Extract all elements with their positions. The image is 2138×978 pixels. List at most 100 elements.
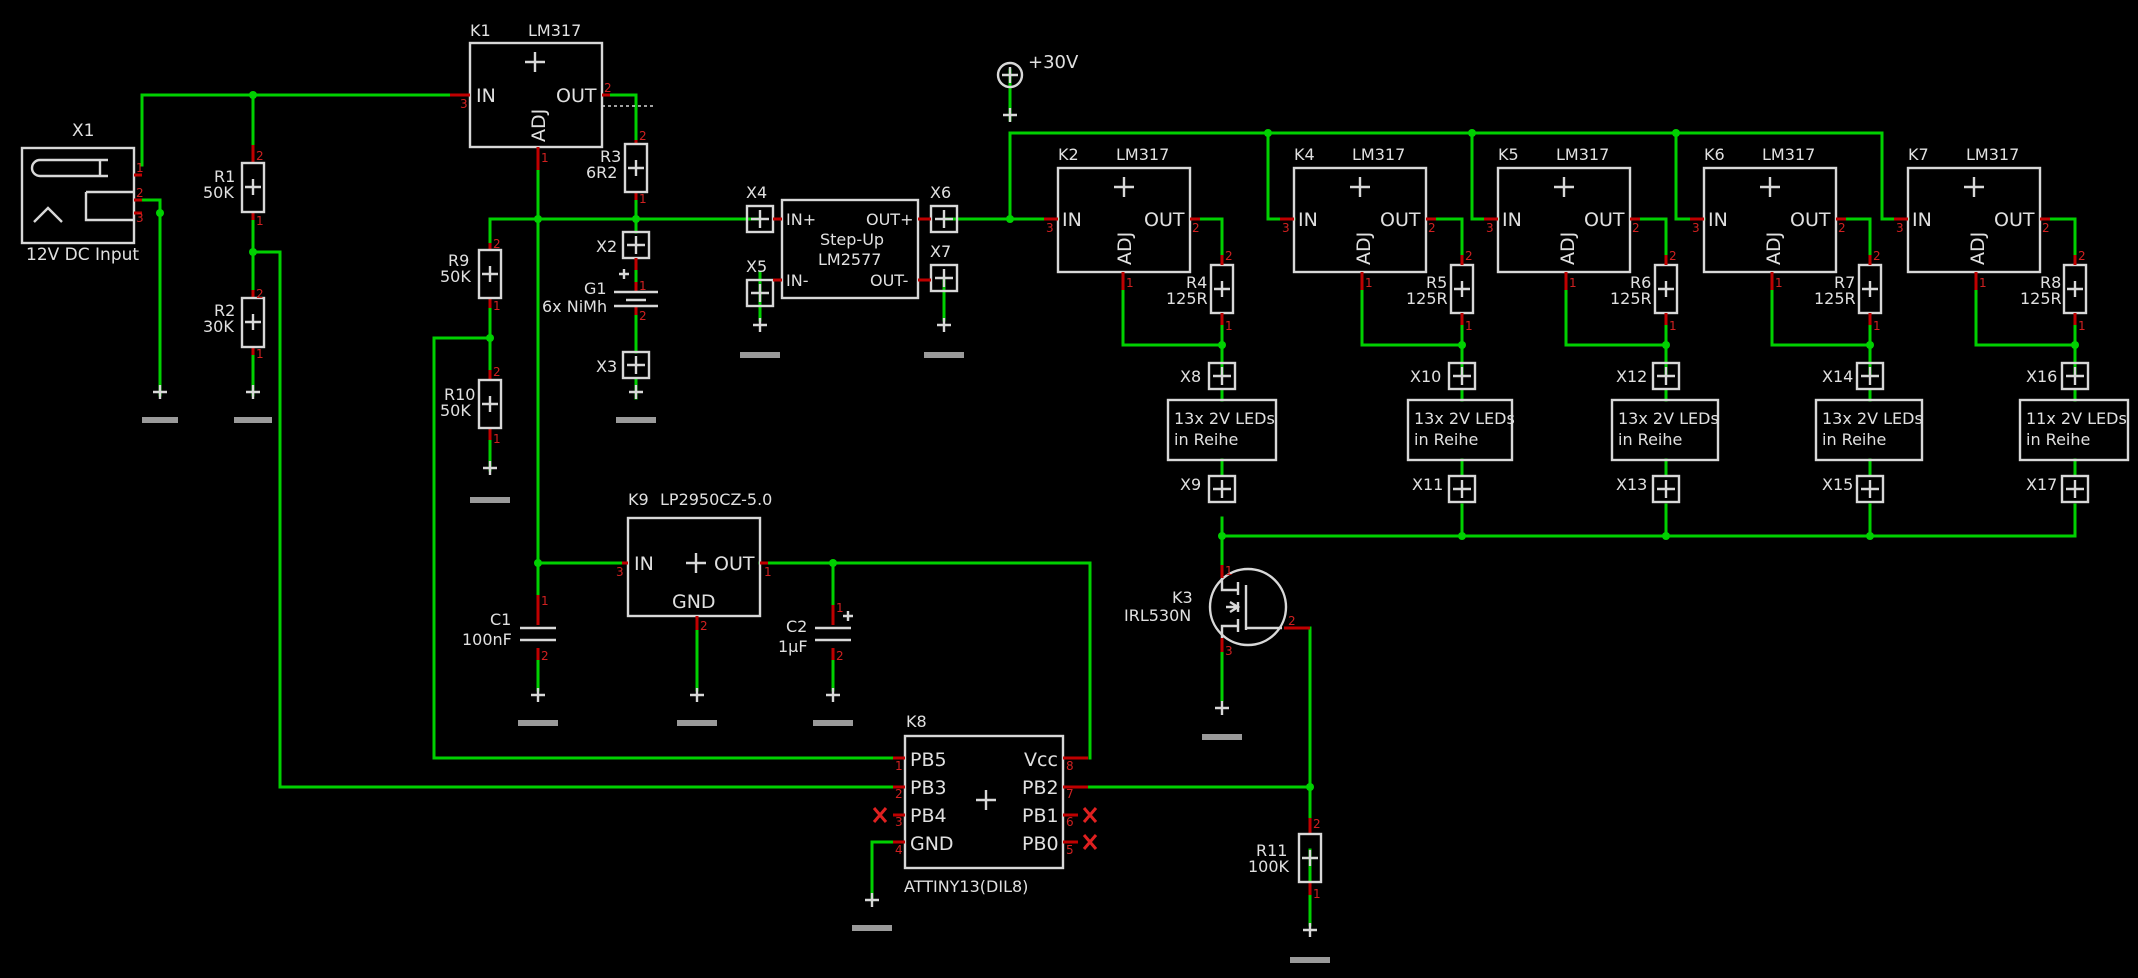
x1-value: 12V DC Input [26, 245, 139, 265]
stepup-converter[interactable]: IN+ OUT+ IN- OUT- Step-Up LM2577 [773, 198, 931, 300]
regulator-k9[interactable]: K9 LP2950CZ-5.0 IN OUT GND 3 1 2 [616, 490, 772, 633]
g1-ref: G1 [584, 279, 607, 298]
svg-text:4: 4 [895, 843, 903, 857]
ground-icon [813, 688, 853, 726]
resistor-r11[interactable]: R11 100K [1248, 818, 1323, 895]
svg-text:8: 8 [1066, 759, 1074, 773]
terminal-x9[interactable]: X9 [1180, 474, 1237, 504]
k7-pin-adj: ADJ [1967, 232, 1989, 265]
r7-ref: R7 [1834, 273, 1855, 292]
svg-text:1: 1 [541, 151, 549, 165]
regulator-k4[interactable]: K4 LM317 IN OUT ADJ [1280, 145, 1436, 290]
regulator-k5[interactable]: K5 LM317 IN OUT ADJ [1484, 145, 1640, 290]
mcu-k8[interactable]: PB5 PB3 PB4 GND Vcc PB2 PB1 PB0 K8 ATTIN… [872, 712, 1098, 896]
k5-pin-out: OUT [1584, 209, 1625, 231]
capacitor-c1[interactable]: C1 100nF [462, 595, 556, 660]
r5-ref: R5 [1426, 273, 1447, 292]
led4-count: 13x 2V LEDs [1822, 409, 1923, 428]
terminal-x13[interactable]: X13 [1616, 474, 1681, 504]
resistor-r4[interactable]: R4 125R [1166, 255, 1235, 325]
resistor-r8[interactable]: R8 125R [2020, 255, 2088, 325]
terminal-x17[interactable]: X17 [2026, 474, 2090, 504]
terminal-x15[interactable]: X15 [1822, 474, 1885, 504]
regulator-k6[interactable]: K6 LM317 IN OUT ADJ [1690, 145, 1846, 290]
resistor-r7[interactable]: R7 125R [1814, 255, 1883, 325]
terminal-x5[interactable]: X5 [745, 257, 775, 308]
resistor-r10[interactable]: R10 50K [440, 370, 503, 440]
svg-text:2: 2 [639, 309, 647, 323]
mosfet-k3[interactable]: K3 IRL530N [1124, 565, 1310, 652]
ground-icon [1202, 701, 1242, 740]
svg-text:2: 2 [493, 237, 501, 251]
r6-value: 125R [1610, 289, 1652, 308]
svg-text:7: 7 [1066, 787, 1074, 801]
r10-ref: R10 [444, 385, 475, 404]
led2-count: 13x 2V LEDs [1414, 409, 1515, 428]
stepup-label: Step-Up [820, 230, 884, 249]
stepup-pin-outm: OUT- [870, 271, 908, 290]
r7-value: 125R [1814, 289, 1856, 308]
svg-text:3: 3 [1486, 221, 1494, 235]
terminal-x4[interactable]: X4 [745, 183, 775, 234]
terminal-x16[interactable]: X16 [2026, 361, 2090, 391]
terminal-x11[interactable]: X11 [1412, 474, 1477, 504]
terminal-x12[interactable]: X12 [1616, 361, 1681, 391]
led3-count: 13x 2V LEDs [1618, 409, 1719, 428]
x5-ref: X5 [746, 257, 767, 276]
regulator-k1[interactable]: K1 LM317 IN OUT ADJ 3 2 1 [450, 21, 655, 170]
led-string-3[interactable]: 13x 2V LEDs in Reihe [1610, 398, 1720, 462]
resistor-r2[interactable]: R2 30K [203, 290, 266, 355]
svg-text:1: 1 [639, 279, 647, 293]
svg-text:3: 3 [895, 815, 903, 829]
x6-ref: X6 [930, 183, 951, 202]
k7-pin-in: IN [1912, 209, 1932, 231]
terminal-x7[interactable]: X7 [929, 242, 959, 293]
led1-count: 13x 2V LEDs [1174, 409, 1275, 428]
svg-text:1: 1 [256, 347, 264, 361]
k2-value: LM317 [1116, 145, 1169, 164]
resistor-r9[interactable]: R9 50K [440, 243, 503, 308]
dc-jack-x1[interactable]: 1 2 3 X1 12V DC Input [20, 121, 144, 265]
k5-ref: K5 [1498, 145, 1519, 164]
terminal-x2[interactable]: X2 [596, 230, 651, 270]
led-string-2[interactable]: 13x 2V LEDs in Reihe [1406, 398, 1515, 462]
led-string-1[interactable]: 13x 2V LEDs in Reihe [1166, 398, 1278, 462]
led-string-4[interactable]: 13x 2V LEDs in Reihe [1814, 398, 1924, 462]
k2-pin-adj: ADJ [1114, 232, 1136, 265]
capacitor-c2[interactable]: C2 1µF [778, 605, 853, 660]
svg-text:3: 3 [1896, 221, 1904, 235]
supply-30v: +30V [996, 52, 1079, 122]
svg-text:1: 1 [1465, 319, 1473, 333]
x11-ref: X11 [1412, 475, 1443, 494]
led-string-5[interactable]: 11x 2V LEDs in Reihe [2018, 398, 2130, 462]
resistor-r6[interactable]: R6 125R [1610, 255, 1679, 325]
k6-pin-in: IN [1708, 209, 1728, 231]
resistor-r1[interactable]: R1 50K [203, 145, 266, 220]
k1-pin-out: OUT [556, 85, 597, 107]
regulator-k2[interactable]: K2 LM317 IN OUT ADJ [1044, 145, 1200, 290]
resistor-r5[interactable]: R5 125R [1406, 255, 1475, 325]
k7-ref: K7 [1908, 145, 1929, 164]
resistor-r3[interactable]: R3 6R2 [586, 140, 649, 200]
svg-text:2: 2 [700, 619, 708, 633]
svg-text:1: 1 [764, 565, 772, 579]
terminal-x10[interactable]: X10 [1410, 361, 1477, 391]
terminal-x6[interactable]: X6 [929, 183, 959, 234]
regulator-k7[interactable]: K7 LM317 IN OUT ADJ [1894, 145, 2050, 290]
k8-pin-pb1: PB1 [1022, 805, 1059, 827]
svg-text:3: 3 [1225, 644, 1233, 658]
pin-numbers: 21 21 21 21 21 12 12 12 21 21 21 21 21 2… [256, 129, 2086, 901]
svg-text:2: 2 [2078, 249, 2086, 263]
battery-g1[interactable]: G1 6x NiMh [542, 269, 658, 316]
svg-text:1: 1 [639, 192, 647, 206]
svg-text:1: 1 [1225, 319, 1233, 333]
ground-icon [1290, 923, 1330, 963]
terminal-x14[interactable]: X14 [1822, 361, 1885, 391]
terminal-x8[interactable]: X8 [1180, 361, 1237, 391]
led5-count: 11x 2V LEDs [2026, 409, 2127, 428]
terminal-x3[interactable]: X3 [596, 350, 651, 380]
svg-text:1: 1 [1873, 319, 1881, 333]
svg-text:1: 1 [2078, 319, 2086, 333]
svg-text:2: 2 [1873, 249, 1881, 263]
